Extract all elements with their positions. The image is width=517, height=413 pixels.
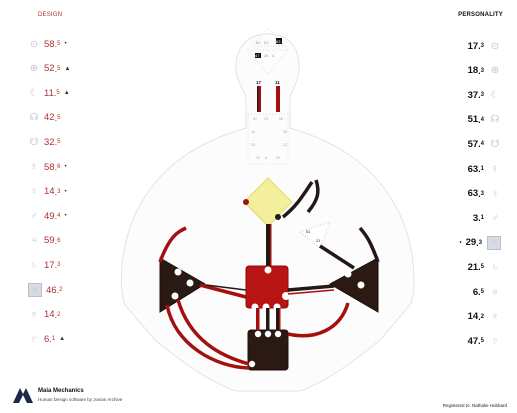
channel-3-60	[256, 308, 260, 330]
svg-text:16: 16	[251, 130, 255, 134]
svg-text:35: 35	[283, 130, 287, 134]
maia-logo-icon	[12, 385, 34, 405]
footer-registered: Registered to: Nathalie Hubbard	[443, 403, 507, 408]
ego-gate-51: 51	[306, 229, 311, 234]
head-gate-61: 61	[264, 40, 269, 45]
head-gate-63: 63	[276, 39, 281, 44]
channel-2-14	[266, 224, 270, 266]
svg-text:62: 62	[253, 117, 257, 121]
ajna-gate-24: 24	[264, 53, 269, 58]
ego-gate-21: 21	[316, 238, 321, 243]
svg-text:33: 33	[276, 156, 280, 160]
channel-11-56	[276, 86, 280, 112]
g-gate-2	[275, 214, 281, 220]
svg-text:20: 20	[251, 143, 255, 147]
svg-text:8: 8	[265, 156, 267, 160]
ajna-gate-11: 11	[275, 80, 280, 85]
svg-text:23: 23	[264, 117, 268, 121]
svg-text:12: 12	[283, 143, 287, 147]
ajna-gate-17: 17	[256, 80, 262, 85]
g-gate-46	[243, 199, 249, 205]
svg-text:31: 31	[256, 156, 260, 160]
footer-subtitle: Human Design software by Jovian Archive	[38, 397, 122, 402]
ajna-gate-47: 47	[255, 53, 260, 58]
channel-42-53	[276, 308, 280, 330]
channel-9-52	[266, 308, 270, 330]
head-gate-64: 64	[256, 40, 261, 45]
footer-brand: Maia Mechanics	[38, 388, 84, 394]
svg-text:56: 56	[279, 117, 283, 121]
